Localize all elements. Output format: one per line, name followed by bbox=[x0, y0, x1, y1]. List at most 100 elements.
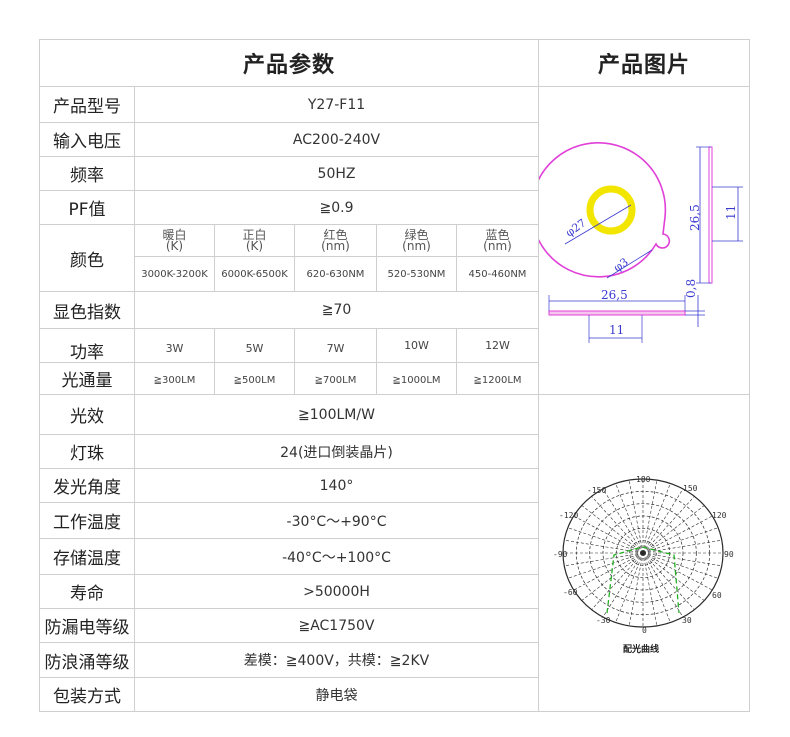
color-range: 450-460NM bbox=[468, 268, 527, 280]
grid-spoke bbox=[642, 552, 695, 610]
color-range: 620-630NM bbox=[306, 268, 365, 280]
grid-spoke bbox=[642, 488, 684, 554]
value-lifespan: >50000H bbox=[303, 583, 370, 600]
color-name: 绿色 bbox=[404, 227, 429, 242]
inner-height-label: 11 bbox=[724, 205, 738, 220]
grid-spoke bbox=[642, 552, 705, 601]
grid-spoke bbox=[573, 552, 644, 591]
power-value: 5W bbox=[245, 341, 264, 355]
polar-grid bbox=[562, 478, 724, 628]
grid-spoke bbox=[642, 539, 722, 554]
label-beam-angle: 发光角度 bbox=[53, 478, 121, 498]
grid-spoke bbox=[642, 552, 713, 591]
grid-spoke bbox=[591, 552, 644, 610]
grid-spoke bbox=[602, 552, 644, 618]
color-red: 红色(nm) bbox=[295, 225, 376, 256]
grid-spoke bbox=[564, 552, 644, 567]
color-cool-white: 正白(K) bbox=[215, 225, 294, 256]
distribution-curve bbox=[606, 546, 680, 614]
angle-label: -90 bbox=[553, 550, 568, 559]
images-header: 产品图片 bbox=[597, 53, 690, 78]
grid-spoke bbox=[642, 552, 719, 579]
value-led-chip: 24(进口倒装晶片) bbox=[280, 444, 393, 461]
color-name: 暖白 bbox=[162, 227, 187, 242]
color-unit: (K) bbox=[165, 238, 184, 253]
side-profile bbox=[708, 146, 713, 284]
grid-spoke bbox=[602, 488, 644, 554]
color-range: 3000K-3200K bbox=[141, 268, 208, 280]
flux-value: ≧700LM bbox=[314, 374, 357, 386]
label-color: 颜色 bbox=[70, 250, 104, 271]
flux-value: ≧500LM bbox=[233, 374, 276, 386]
grid-ring bbox=[562, 478, 724, 628]
color-range: 6000K-6500K bbox=[221, 268, 288, 280]
grid-spoke bbox=[642, 552, 671, 623]
value-storage-temp: -40°C～+100°C bbox=[282, 549, 391, 566]
grid-spoke bbox=[642, 505, 705, 554]
value-pf: ≧0.9 bbox=[319, 199, 354, 216]
grid-spoke bbox=[642, 483, 671, 554]
angle-label: 0 bbox=[642, 626, 647, 635]
grid-ring bbox=[589, 503, 697, 603]
angle-label: 120 bbox=[712, 511, 727, 520]
label-leakage-protection: 防漏电等级 bbox=[44, 618, 130, 638]
value-efficacy: ≧100LM/W bbox=[298, 406, 375, 423]
grid-spoke bbox=[642, 496, 695, 554]
value-frequency: 50HZ bbox=[317, 165, 356, 182]
angle-label: 180 bbox=[636, 475, 651, 484]
label-power: 功率 bbox=[70, 342, 104, 363]
diameter-line bbox=[564, 204, 632, 245]
width-label: 26,5 bbox=[601, 288, 628, 302]
label-flux: 光通量 bbox=[61, 371, 113, 391]
angle-label: 150 bbox=[683, 484, 698, 493]
side-height-label: 26,5 bbox=[688, 204, 702, 231]
flux-value: ≧1000LM bbox=[392, 374, 441, 386]
grid-spoke bbox=[615, 483, 644, 554]
color-unit: (nm) bbox=[321, 238, 350, 253]
polar-caption: 配光曲线 bbox=[623, 643, 659, 655]
label-operating-temp: 工作温度 bbox=[53, 513, 121, 533]
angle-label: -150 bbox=[587, 486, 606, 495]
label-storage-temp: 存储温度 bbox=[53, 549, 121, 569]
label-input-voltage: 输入电压 bbox=[53, 132, 121, 152]
inner-width-label: 11 bbox=[609, 323, 624, 337]
value-cri: ≧70 bbox=[321, 302, 352, 318]
angle-label: -60 bbox=[563, 588, 578, 597]
grid-spoke bbox=[642, 480, 658, 554]
hole-leader bbox=[606, 249, 653, 279]
product-dimension-drawing: φ27 φ3 26,5 11 26,5 11 0,8 bbox=[539, 142, 743, 343]
color-name: 蓝色 bbox=[485, 227, 510, 242]
board-outline bbox=[539, 142, 671, 278]
grid-spoke bbox=[642, 552, 684, 618]
thickness-label: 0,8 bbox=[684, 279, 698, 298]
color-unit: (K) bbox=[245, 238, 264, 253]
grid-spoke bbox=[564, 539, 644, 554]
hole-label: φ3 bbox=[611, 255, 631, 274]
label-packaging: 包装方式 bbox=[53, 687, 121, 707]
label-pf: PF值 bbox=[68, 200, 106, 220]
grid-spoke bbox=[642, 515, 713, 554]
value-input-voltage: AC200-240V bbox=[292, 131, 381, 148]
value-operating-temp: -30°C～+90°C bbox=[286, 513, 387, 530]
grid-spoke bbox=[628, 480, 644, 554]
color-name: 红色 bbox=[323, 227, 348, 242]
angle-label: 60 bbox=[712, 591, 722, 600]
label-model: 产品型号 bbox=[53, 97, 121, 117]
grid-spoke bbox=[581, 552, 644, 601]
angle-label: 90 bbox=[724, 550, 734, 559]
power-value: 10W bbox=[404, 338, 429, 352]
color-range: 520-530NM bbox=[387, 268, 446, 280]
grid-spoke bbox=[581, 505, 644, 554]
grid-spoke bbox=[642, 552, 722, 567]
value-packaging: 静电袋 bbox=[315, 687, 358, 704]
flux-value: ≧300LM bbox=[153, 374, 196, 386]
power-value: 12W bbox=[485, 338, 510, 352]
grid-spoke bbox=[573, 515, 644, 554]
grid-spoke bbox=[642, 552, 658, 626]
label-cri: 显色指数 bbox=[53, 302, 121, 323]
color-unit: (nm) bbox=[402, 238, 431, 253]
grid-spoke bbox=[567, 527, 644, 554]
color-blue: 蓝色(nm) bbox=[457, 225, 538, 256]
params-header: 产品参数 bbox=[242, 53, 335, 78]
label-frequency: 频率 bbox=[70, 166, 104, 186]
